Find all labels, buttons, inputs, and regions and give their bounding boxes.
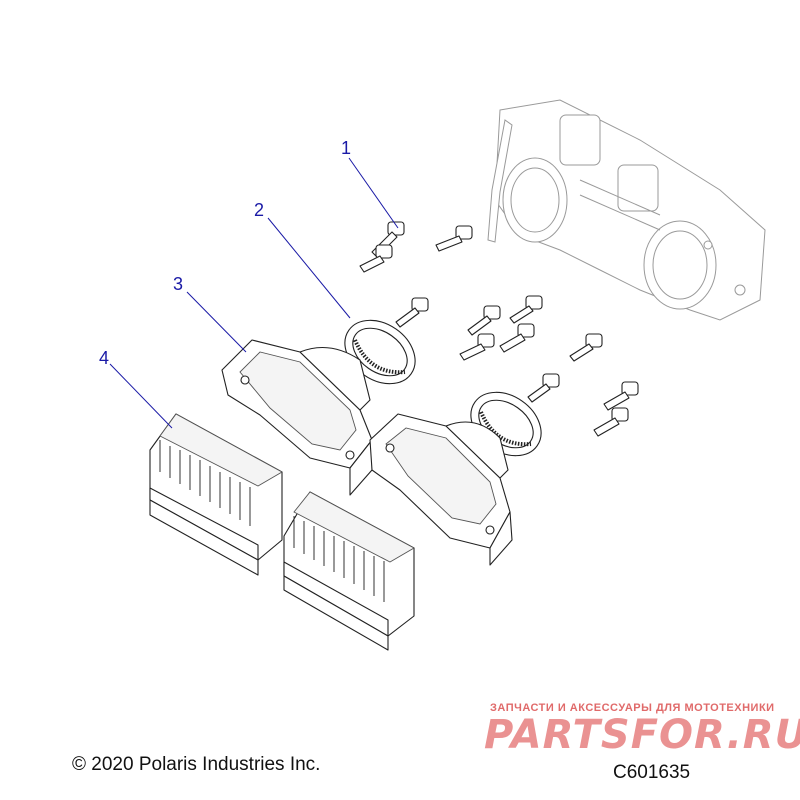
bolt bbox=[395, 297, 429, 328]
callout-4: 4 bbox=[99, 348, 109, 368]
leader-lines bbox=[109, 157, 399, 429]
intake-boot bbox=[221, 339, 373, 496]
bolt bbox=[467, 305, 501, 336]
bolt bbox=[435, 225, 473, 252]
watermark-tagline: ЗАПЧАСТИ И АКСЕССУАРЫ ДЛЯ МОТОТЕХНИКИ bbox=[490, 702, 775, 714]
bolt-group bbox=[359, 221, 639, 437]
callout-2: 2 bbox=[254, 200, 264, 220]
bolt bbox=[527, 373, 560, 403]
bolt bbox=[459, 333, 495, 361]
bolt bbox=[569, 333, 603, 362]
throttle-body-ghost bbox=[487, 99, 766, 321]
bolt bbox=[593, 407, 629, 437]
reed-valve bbox=[283, 491, 415, 651]
leader-line-3 bbox=[186, 291, 247, 353]
callout-1: 1 bbox=[341, 138, 351, 158]
leader-line-4 bbox=[109, 363, 173, 429]
bolt bbox=[603, 381, 639, 411]
leader-line-2 bbox=[267, 217, 351, 319]
callout-3: 3 bbox=[173, 274, 183, 294]
bolt bbox=[499, 323, 535, 353]
bolt bbox=[509, 295, 543, 324]
figure-id: C601635 bbox=[613, 762, 691, 783]
leader-line-1 bbox=[348, 157, 399, 229]
intake-boot bbox=[369, 413, 513, 566]
watermark-logo: PARTSFOR.RU bbox=[484, 712, 800, 758]
bolt bbox=[359, 244, 393, 273]
reed-valve bbox=[149, 413, 283, 576]
copyright-text: © 2020 Polaris Industries Inc. bbox=[72, 754, 321, 775]
